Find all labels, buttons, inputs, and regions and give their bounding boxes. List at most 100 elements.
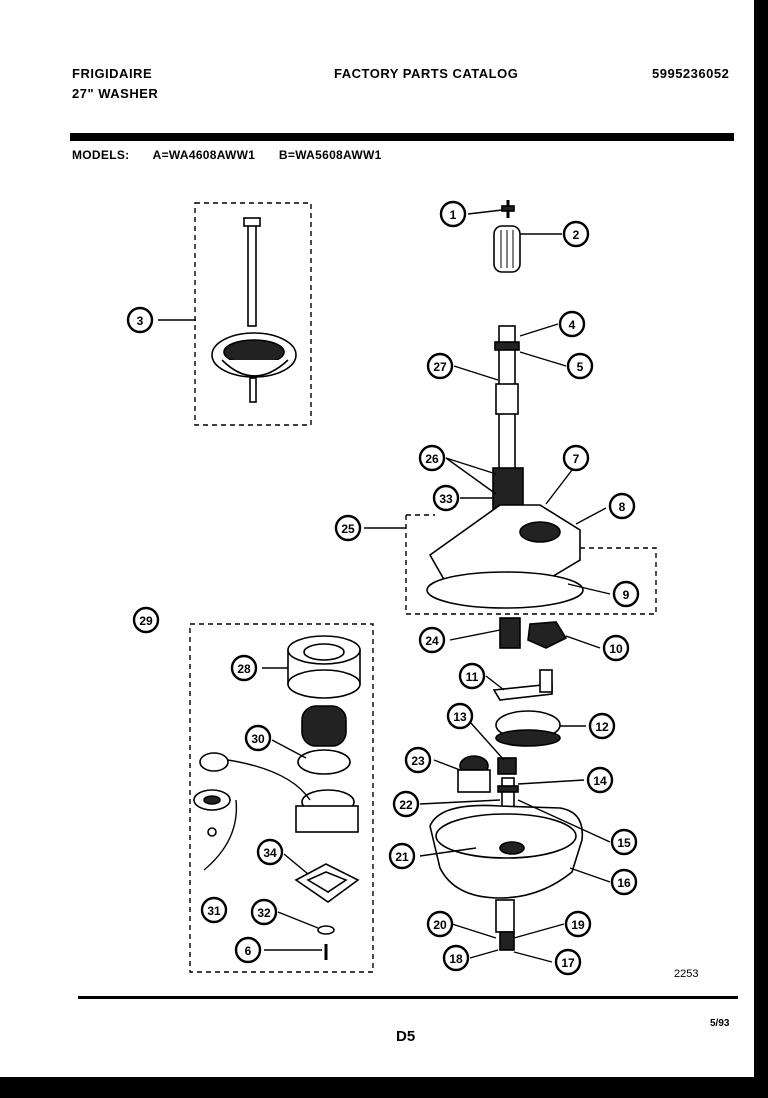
spline-coupling-part-2 [493, 225, 521, 273]
screw-part-1 [501, 200, 515, 218]
callout-17: 17 [554, 948, 582, 976]
seal-housing [295, 789, 359, 833]
callout-label: 5 [577, 360, 584, 374]
shift-cam-part-10 [527, 621, 568, 649]
callout-label: 18 [449, 952, 463, 966]
pinion-part-24 [499, 617, 521, 649]
callout-label: 1 [450, 208, 457, 222]
figure-number: 2253 [674, 968, 699, 980]
callout-label: 31 [207, 904, 221, 918]
callout-label: 30 [251, 732, 265, 746]
callout-15: 15 [610, 828, 638, 856]
group-box-transmission [194, 202, 312, 426]
callout-label: 24 [425, 634, 439, 648]
callout-label: 14 [593, 774, 607, 788]
callout-7: 7 [562, 444, 590, 472]
callout-5: 5 [566, 352, 594, 380]
brand-name: FRIGIDAIRE [72, 66, 153, 81]
callout-label: 19 [571, 918, 585, 932]
model-b: B=WA5608AWW1 [278, 148, 382, 162]
callout-16: 16 [610, 868, 638, 896]
callout-label: 25 [341, 522, 355, 536]
revision-date: 5/93 [710, 1018, 730, 1029]
callout-label: 26 [425, 452, 439, 466]
callout-22: 22 [392, 790, 420, 818]
header-rule [70, 133, 734, 141]
catalog-title: FACTORY PARTS CATALOG [334, 66, 519, 81]
callout-9: 9 [612, 580, 640, 608]
callout-label: 4 [569, 318, 576, 332]
callout-label: 15 [617, 836, 631, 850]
callout-label: 33 [439, 492, 453, 506]
callout-31: 31 [200, 896, 228, 924]
models-label: MODELS: [72, 148, 130, 162]
callout-label: 22 [399, 798, 413, 812]
callout-1: 1 [439, 200, 467, 228]
callout-label: 9 [623, 588, 630, 602]
catalog-sheet: FRIGIDAIRE 27" WASHER FACTORY PARTS CATA… [0, 0, 754, 1077]
product-name: 27" WASHER [72, 86, 159, 101]
callout-19: 19 [564, 910, 592, 938]
callout-label: 13 [453, 710, 467, 724]
callout-label: 6 [245, 944, 252, 958]
model-a: A=WA4608AWW1 [152, 148, 256, 162]
spring-part [301, 705, 347, 747]
callout-10: 10 [602, 634, 630, 662]
callout-label: 12 [595, 720, 609, 734]
gasket-part-34 [294, 863, 360, 903]
oring-part-30 [297, 749, 351, 775]
agitator-shaft [492, 325, 524, 515]
callout-2: 2 [562, 220, 590, 248]
callout-27: 27 [426, 352, 454, 380]
drive-gear-part-23 [457, 755, 491, 793]
exploded-parts-diagram: 1234527267338259282410112913123023142215… [126, 200, 657, 976]
seal-part-28 [287, 635, 361, 699]
callout-label: 17 [561, 956, 575, 970]
callout-32: 32 [250, 898, 278, 926]
footer-rule [78, 996, 738, 999]
callout-label: 29 [139, 614, 153, 628]
transmission-assembly [211, 217, 297, 403]
callout-label: 27 [433, 360, 447, 374]
spacer-part-13 [497, 757, 517, 775]
callout-8: 8 [608, 492, 636, 520]
callout-label: 16 [617, 876, 631, 890]
shift-lever-part-11 [492, 669, 553, 701]
page-code: D5 [396, 1028, 416, 1045]
callout-12: 12 [588, 712, 616, 740]
callout-label: 10 [609, 642, 623, 656]
group-box-gearcase [405, 515, 657, 615]
callout-label: 11 [466, 670, 479, 684]
gear-case-cover [426, 504, 584, 609]
callout-23: 23 [404, 746, 432, 774]
callout-label: 8 [619, 500, 626, 514]
callout-26: 26 [418, 444, 446, 472]
callout-14: 14 [586, 766, 614, 794]
callout-20: 20 [426, 910, 454, 938]
callout-label: 23 [411, 754, 425, 768]
callout-label: 34 [263, 846, 277, 860]
callout-label: 32 [257, 906, 271, 920]
callout-label: 2 [573, 228, 580, 242]
callout-33: 33 [432, 484, 460, 512]
callout-28: 28 [230, 654, 258, 682]
callout-34: 34 [256, 838, 284, 866]
callout-label: 3 [137, 314, 144, 328]
callout-label: 20 [433, 918, 447, 932]
callout-24: 24 [418, 626, 446, 654]
gear-case-part-16 [429, 804, 584, 899]
callout-18: 18 [442, 944, 470, 972]
bottom-parts-17-20 [495, 899, 515, 951]
callout-30: 30 [244, 724, 272, 752]
group-box-seal-kit [189, 623, 374, 973]
callout-label: 7 [573, 452, 580, 466]
callout-3: 3 [126, 306, 154, 334]
publication-number: 5995236052 [652, 66, 730, 81]
leader-lines [158, 209, 611, 963]
callout-29: 29 [132, 606, 160, 634]
washer-part-32 [317, 925, 335, 935]
callout-13: 13 [446, 702, 474, 730]
models-line: MODELS: A=WA4608AWW1 B=WA5608AWW1 [72, 148, 402, 162]
